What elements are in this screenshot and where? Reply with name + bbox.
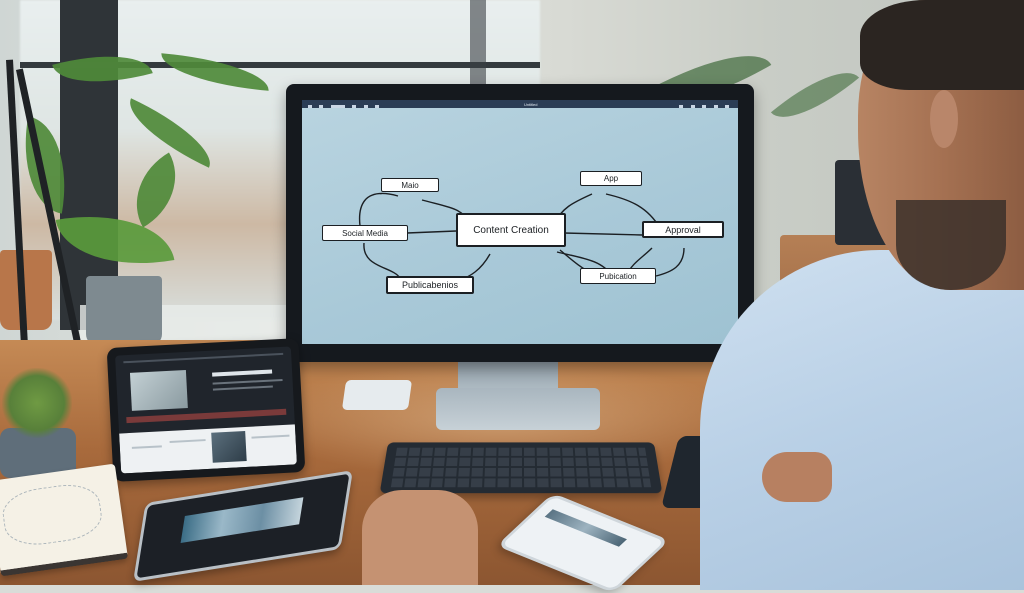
flowchart-node-content-creation[interactable]: Content Creation xyxy=(456,213,566,247)
zoom-icon[interactable] xyxy=(702,105,707,108)
tablet-toolbar xyxy=(123,352,284,364)
pen-icon[interactable] xyxy=(352,105,357,108)
tablet-timeline xyxy=(126,408,287,424)
flowchart-node-app[interactable]: App xyxy=(580,171,642,186)
app-titlebar: Untitled xyxy=(302,100,738,108)
person-ear xyxy=(930,90,958,148)
succulent xyxy=(2,368,72,438)
person-hand-keyboard xyxy=(362,490,478,585)
monitor-screen: Untitled Maio Social Media Publicabenios… xyxy=(302,100,738,344)
tablet xyxy=(106,338,306,482)
person-beard xyxy=(896,200,1006,290)
view-icon[interactable] xyxy=(690,105,695,108)
tablet-video-preview xyxy=(129,369,188,411)
plant-pot-grey xyxy=(86,276,162,346)
keyboard xyxy=(379,442,663,494)
doc-icon[interactable] xyxy=(330,105,345,108)
settings-icon[interactable] xyxy=(375,105,380,108)
person-shirt xyxy=(700,250,1024,590)
flowchart-node-maio[interactable]: Maio xyxy=(381,178,439,192)
tablet-text xyxy=(212,385,273,391)
window-frame-bar xyxy=(20,62,540,68)
share-icon[interactable] xyxy=(679,105,684,108)
trackpad xyxy=(341,380,413,410)
flowchart-node-social-media[interactable]: Social Media xyxy=(322,225,408,241)
file-icon[interactable] xyxy=(319,105,324,108)
flowchart-node-publicabenios[interactable]: Publicabenios xyxy=(386,276,474,294)
flowchart-node-approval[interactable]: Approval xyxy=(642,221,724,238)
person-hand-mouse xyxy=(762,452,832,502)
monitor-base xyxy=(436,388,600,430)
notebook xyxy=(0,463,129,577)
chart-icon[interactable] xyxy=(363,105,368,108)
media-gallery-strip xyxy=(180,497,304,543)
close-icon[interactable] xyxy=(724,105,729,108)
tablet-text xyxy=(212,378,283,385)
window-frame xyxy=(60,0,118,330)
window-controls xyxy=(679,100,732,113)
flowchart-node-pubication[interactable]: Pubication xyxy=(580,268,656,284)
app-icon[interactable] xyxy=(308,105,312,108)
tablet-screen xyxy=(115,346,297,474)
keyboard-key-rows xyxy=(390,447,652,488)
tablet-content-panel xyxy=(119,424,297,474)
minimize-icon[interactable] xyxy=(713,105,718,108)
notebook-sketch xyxy=(0,480,105,550)
tablet-thumbnail xyxy=(211,430,247,463)
tablet-heading xyxy=(212,369,273,377)
toolbar-icons xyxy=(308,100,382,113)
window-title: Untitled xyxy=(523,101,538,107)
person-hair xyxy=(860,0,1024,90)
